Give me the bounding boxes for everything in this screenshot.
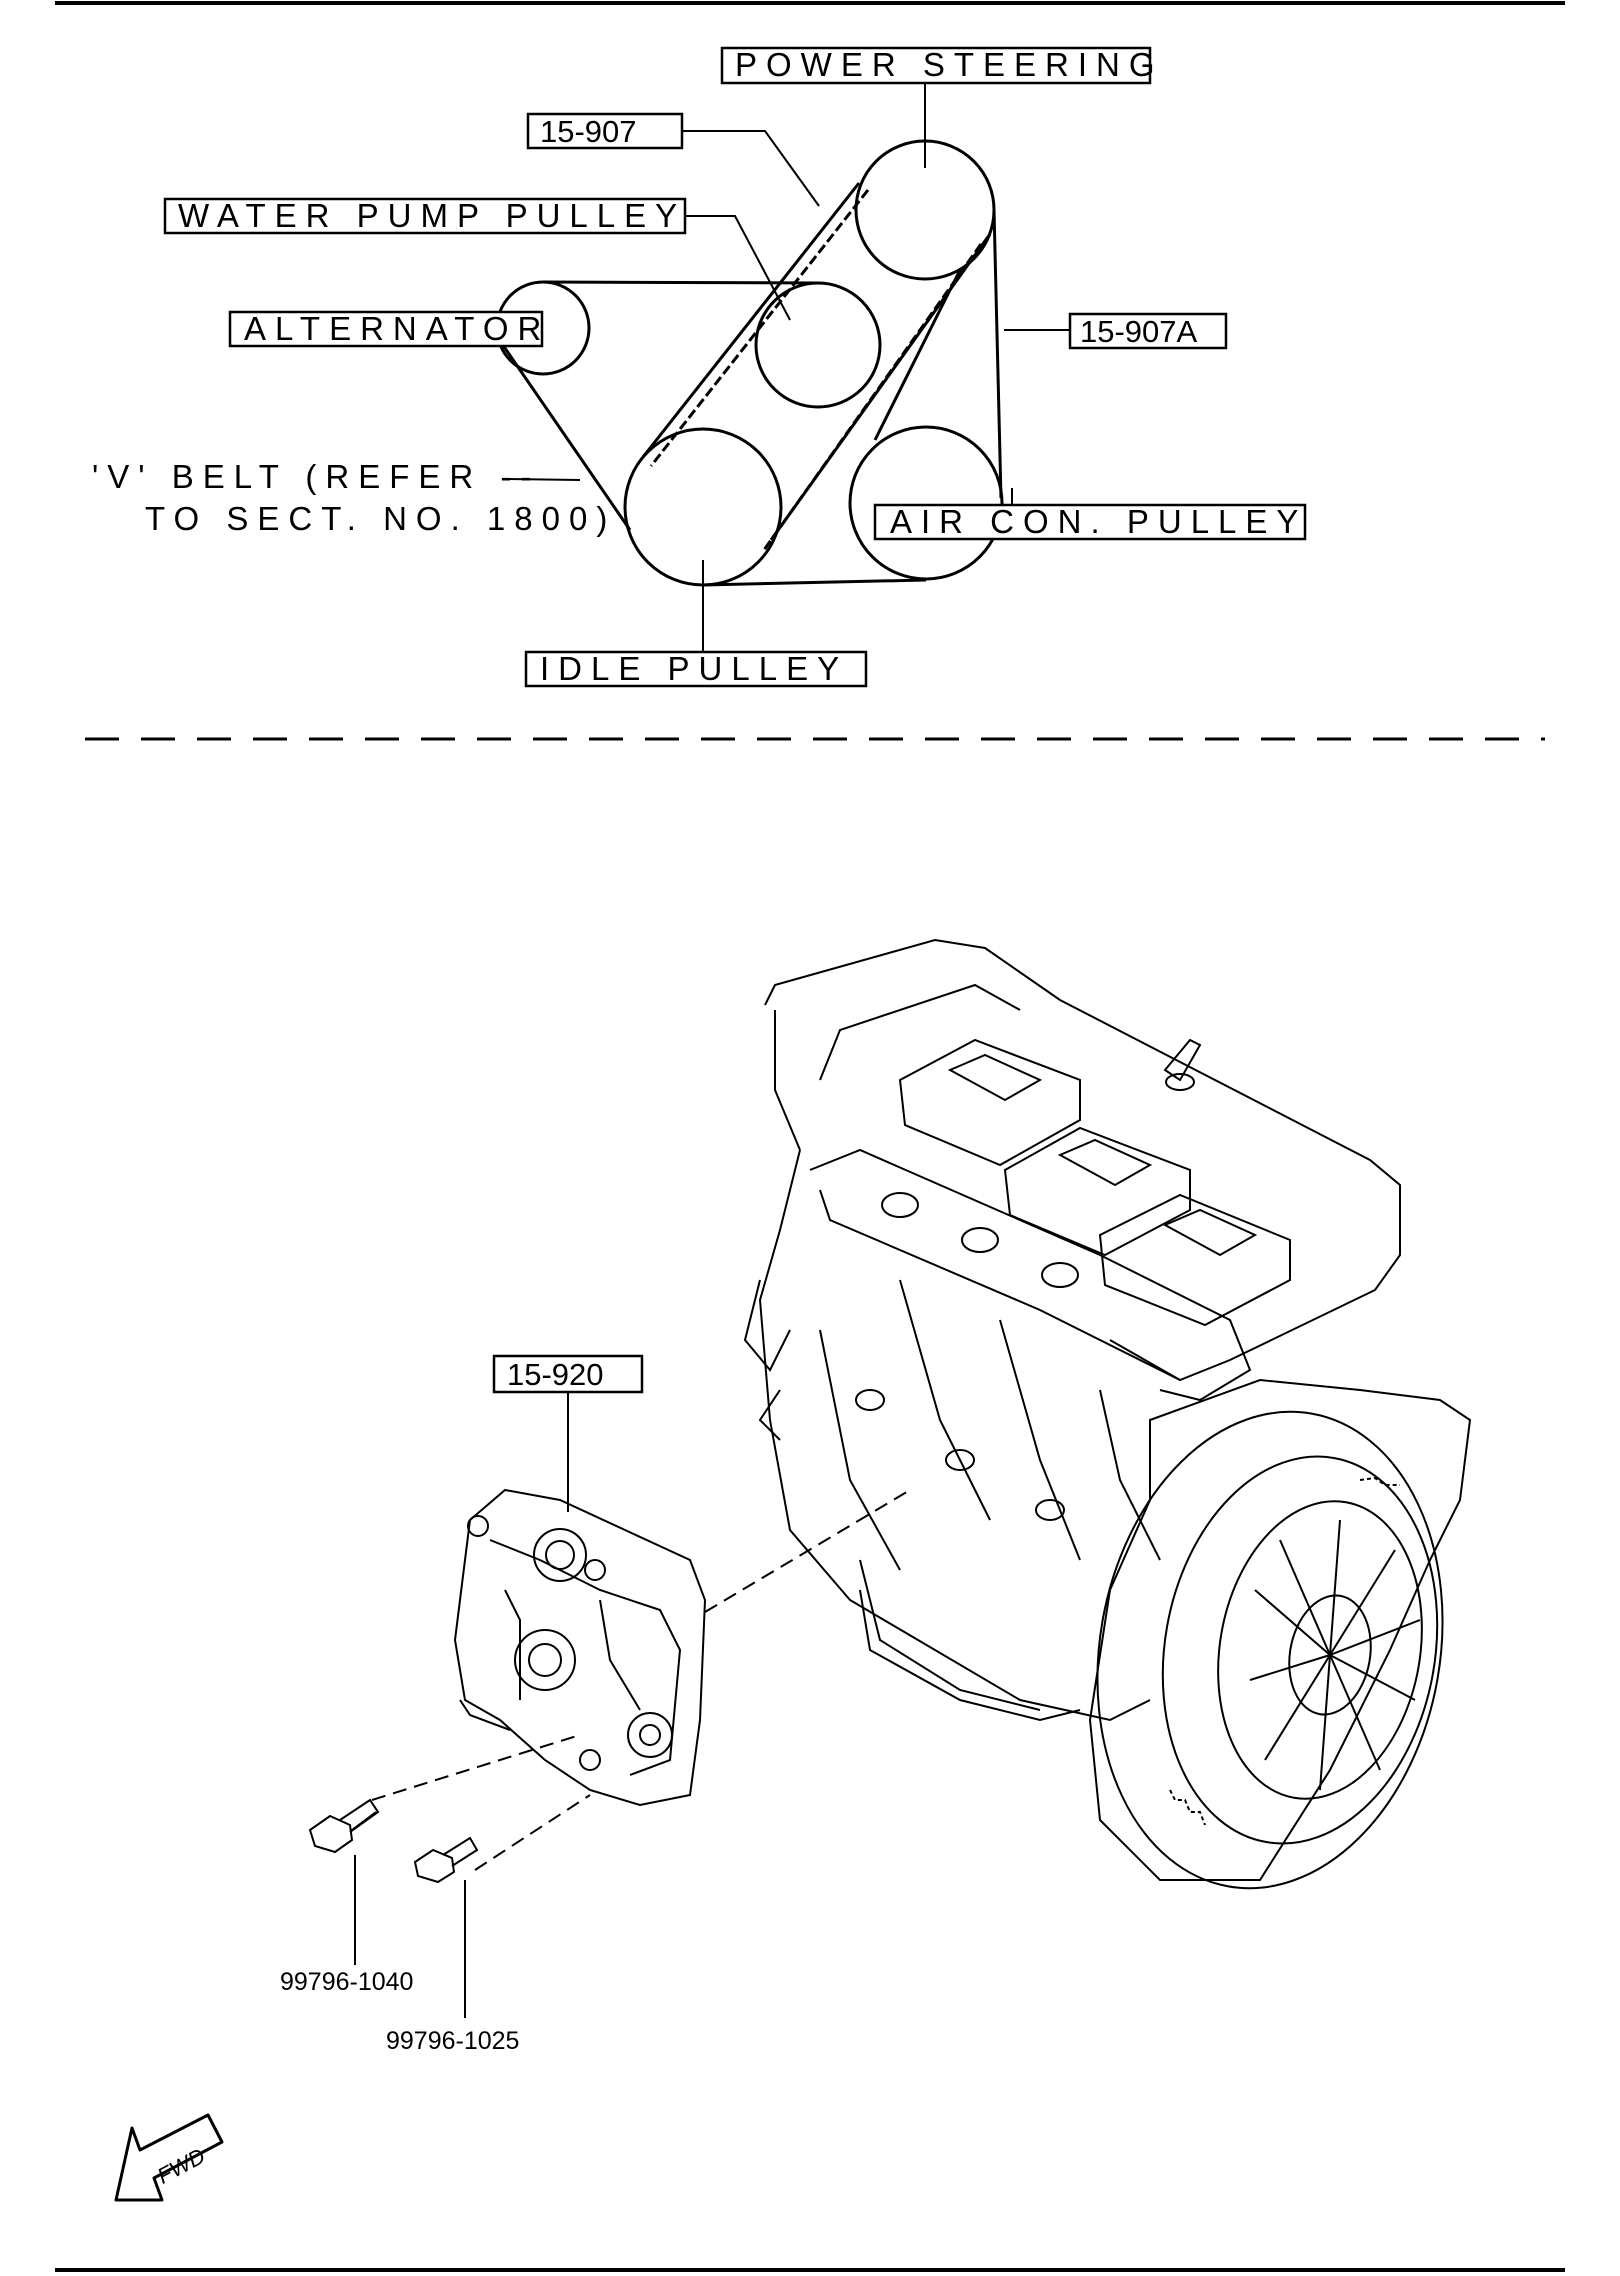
label-bolt-99796-1040: 99796-1040 — [280, 1968, 413, 1996]
leader-water-pump — [685, 215, 791, 321]
belt-15-907a — [873, 209, 1003, 499]
leader-15-907 — [682, 130, 820, 207]
label-box-idle-pulley — [524, 650, 868, 688]
assembly-lines — [371, 1489, 911, 1871]
bracket-15-920 — [453, 1488, 707, 1807]
v-belt — [496, 280, 927, 587]
label-15-907a: 15-907A — [1080, 314, 1198, 349]
label-15-907: 15-907 — [540, 114, 637, 149]
air-con-pulley — [848, 425, 1004, 581]
label-box-power-steering — [720, 46, 1152, 85]
label-power-steering: POWER STEERING — [735, 46, 1164, 83]
water-pump-pulley — [754, 281, 882, 409]
label-water-pump-pulley: WATER PUMP PULLEY — [178, 197, 686, 234]
label-box-air-con — [873, 503, 1307, 541]
label-box-15-907a — [1068, 312, 1228, 350]
engine-illustration — [743, 938, 1472, 1890]
belt-diagram: POWER STEERING 15-907 WATER PUMP PULLEY … — [92, 46, 1307, 688]
label-alternator: ALTERNATOR — [244, 310, 550, 347]
label-v-belt-line1: 'V' BELT (REFER -- — [92, 458, 540, 495]
label-box-alternator — [228, 310, 544, 348]
label-idle-pulley: IDLE PULLEY — [540, 650, 848, 687]
label-15-920: 15-920 — [507, 1357, 604, 1392]
label-air-con-pulley: AIR CON. PULLEY — [890, 503, 1307, 540]
label-box-15-907 — [526, 112, 684, 150]
belt-15-907 — [641, 182, 992, 551]
label-box-15-920 — [492, 1354, 644, 1394]
bolt-99796-1025-drawing — [413, 1836, 479, 1884]
label-box-water-pump — [163, 197, 687, 235]
label-v-belt-line2: TO SECT. NO. 1800) — [145, 500, 616, 537]
label-bolt-99796-1025: 99796-1025 — [386, 2027, 519, 2055]
leader-v-belt — [504, 478, 581, 481]
bolt-99796-1040-drawing — [308, 1798, 380, 1854]
fwd-arrow-icon: FWD — [114, 2113, 224, 2202]
